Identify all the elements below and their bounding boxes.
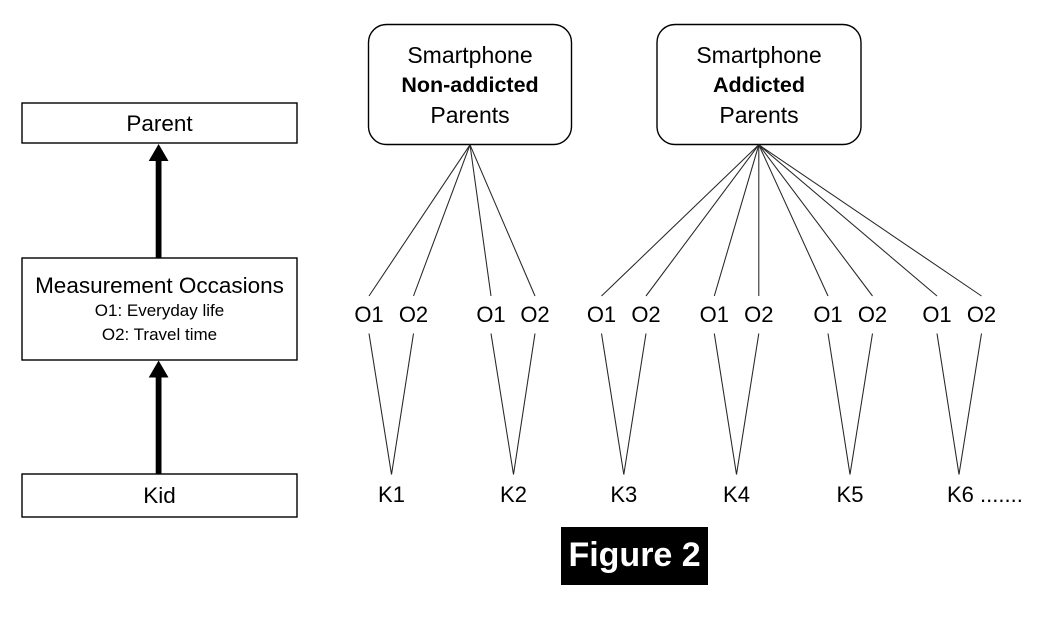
v-line-k1-o1 <box>368 333 393 475</box>
parent-box <box>21 102 298 144</box>
v-line-k2-o2 <box>512 333 536 475</box>
fan-line-addicted-parents-k6-o1 <box>758 144 938 297</box>
occasion-label-k1-o2: O2 <box>398 301 429 327</box>
v-line-k5-o1 <box>827 333 851 475</box>
occasion-label-k3-o1: O1 <box>586 301 617 327</box>
group-line-bold: Non-addicted <box>401 72 539 97</box>
occasion-label-k6-o2: O2 <box>966 301 997 327</box>
kid-box-title: Kid <box>143 483 176 508</box>
occasion-label-k6-o1: O1 <box>922 301 952 327</box>
kid-label-k6: K6 ....... <box>947 481 1023 507</box>
fan-line-addicted-parents-k5-o2 <box>758 144 873 297</box>
kid-box-label: Kid <box>22 474 297 517</box>
measurement-occasions-box <box>21 257 298 361</box>
fan-line-non-addicted-parents-k2-o1 <box>469 144 492 297</box>
v-line-k4-o1 <box>713 333 738 475</box>
occasion-label-k1-o1: O1 <box>354 301 384 327</box>
v-line-k4-o2 <box>735 333 760 475</box>
fan-line-addicted-parents-k6-o2 <box>758 144 982 297</box>
fan-line-addicted-parents-k4-o1 <box>713 144 760 297</box>
v-line-k3-o2 <box>623 333 647 475</box>
kid-label-k4: K4 <box>723 481 750 507</box>
arrow-kid-to-measurement <box>148 360 169 474</box>
occasion-label-k4-o1: O1 <box>699 301 729 327</box>
group-line-bold: Addicted <box>713 72 805 97</box>
addicted-parents-box <box>656 23 862 146</box>
occasion-label-k3-o2: O2 <box>631 301 661 327</box>
kid-label-k2: K2 <box>500 481 527 507</box>
kid-label-k5: K5 <box>836 481 864 507</box>
measurement-occasion-2-label: O2: Travel time <box>101 324 218 344</box>
fan-line-non-addicted-parents-k1-o1 <box>368 144 471 297</box>
occasion-label-k4-o2: O2 <box>744 301 774 327</box>
kid-label-k3: K3 <box>610 481 638 507</box>
non-addicted-parents-box <box>367 23 573 146</box>
group-line: Parents <box>430 101 510 128</box>
fan-line-addicted-parents-k3-o1 <box>601 144 760 297</box>
v-line-k5-o2 <box>849 333 874 475</box>
parent-box-label: Parent <box>22 103 297 143</box>
figure-caption: Figure 2 <box>560 527 709 585</box>
v-line-k2-o1 <box>490 333 515 475</box>
group-line: Smartphone <box>407 41 533 68</box>
occasion-label-k2-o2: O2 <box>520 301 550 327</box>
connector-lines <box>368 144 983 475</box>
non-addicted-parents-label: Smartphone Non-addicted Parents <box>369 25 572 145</box>
addicted-parents-label: Smartphone Addicted Parents <box>657 25 861 145</box>
occasion-label-k5-o2: O2 <box>857 301 888 327</box>
fan-line-addicted-parents-k3-o2 <box>645 144 760 297</box>
fan-line-non-addicted-parents-k2-o2 <box>469 144 536 297</box>
v-line-k1-o2 <box>390 333 415 475</box>
arrow-measurement-to-parent <box>148 144 169 258</box>
measurement-occasion-1-label: O1: Everyday life <box>94 300 225 320</box>
fan-line-non-addicted-parents-k1-o2 <box>413 144 471 297</box>
group-line: Smartphone <box>696 41 822 68</box>
fan-line-addicted-parents-k5-o1 <box>758 144 829 297</box>
v-line-k6-o1 <box>936 333 960 475</box>
occasion-label-k2-o1: O1 <box>476 301 506 327</box>
occasion-label-k5-o1: O1 <box>813 301 843 327</box>
parent-box-title: Parent <box>126 110 193 136</box>
v-line-k3-o1 <box>600 333 625 475</box>
v-line-k6-o2 <box>958 333 983 475</box>
group-line: Parents <box>719 101 799 128</box>
measurement-occasions-box-label: Measurement Occasions O1: Everyday life … <box>22 258 297 360</box>
measurement-occasions-title: Measurement Occasions <box>35 272 284 298</box>
kid-label-k1: K1 <box>378 481 405 507</box>
